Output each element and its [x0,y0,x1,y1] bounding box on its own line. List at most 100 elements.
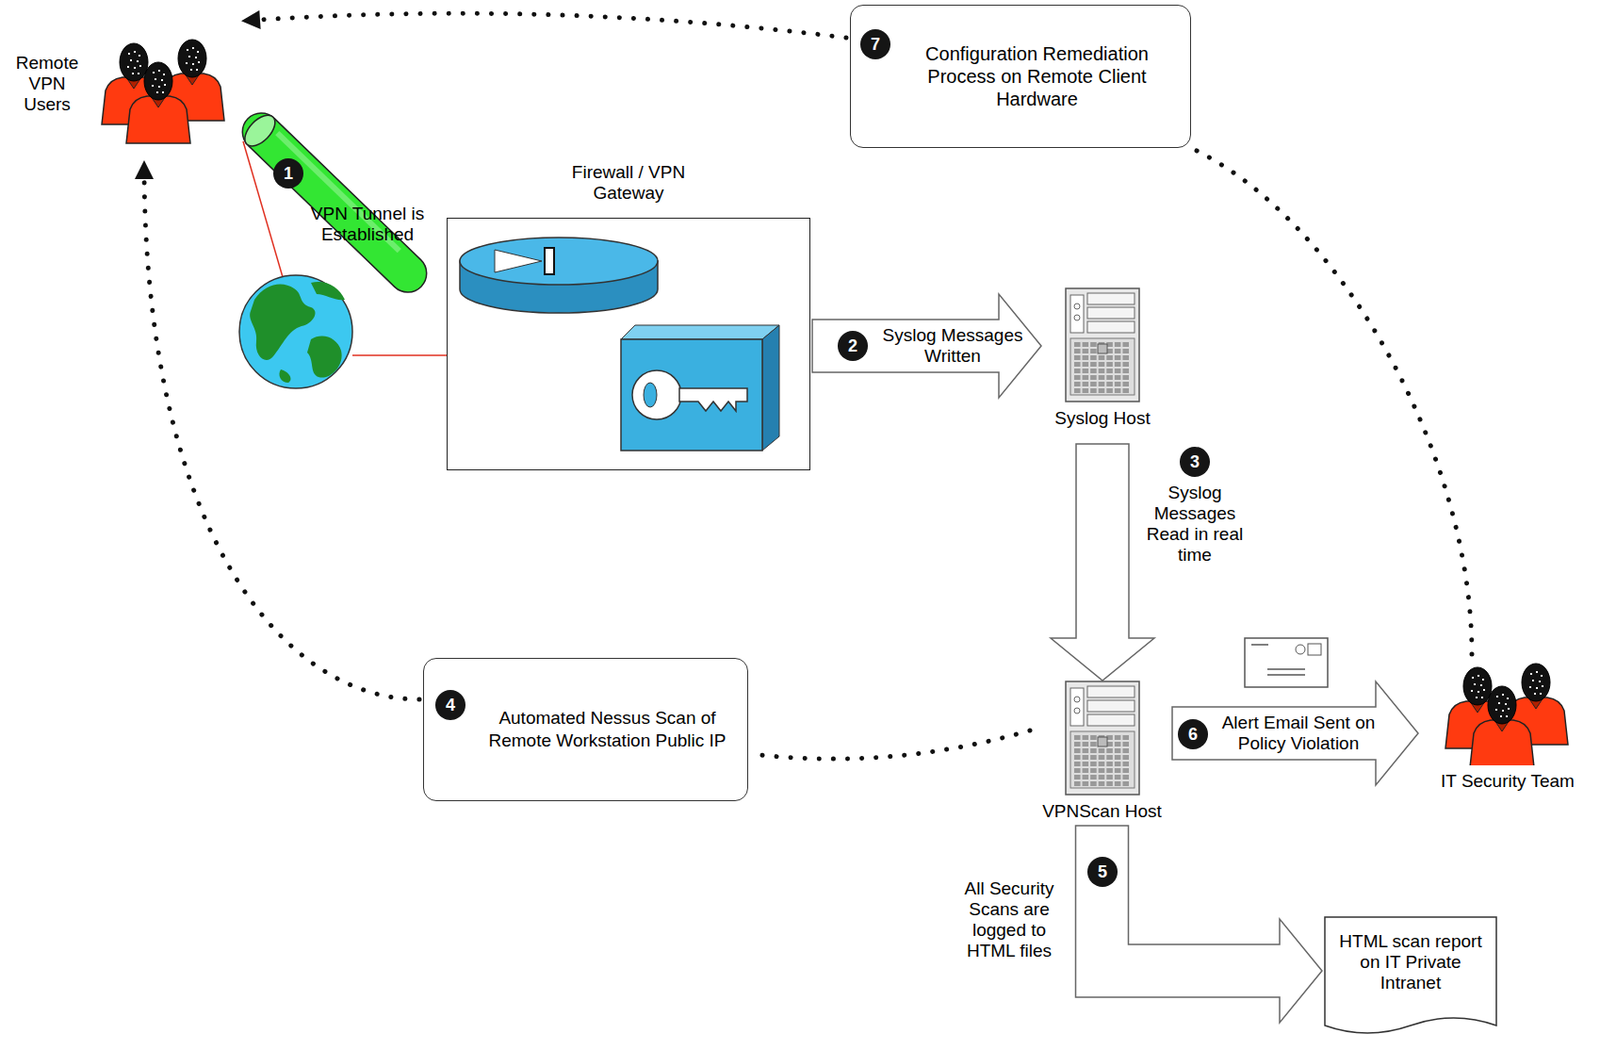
drawing-part [1498,702,1501,704]
process-box: Configuration Remediation Process on Rem… [849,4,1192,148]
drawing-part [195,68,198,71]
drawing-part [1074,754,1081,760]
drawing-part [1087,714,1135,726]
drawing-part [1082,361,1090,367]
node-text: Remote VPN Users [7,52,87,115]
drawing-part [1097,748,1105,753]
drawing-part [1098,388,1106,393]
server-host: VPNScan Host [1033,680,1171,822]
drawing-part [1090,781,1097,786]
drawing-part [1114,375,1122,380]
drawing-part [178,39,207,78]
drawing-part [1087,321,1135,333]
callout-number: 5 [1087,856,1118,887]
drawing-part [1495,708,1498,711]
callout-number: 4 [435,689,466,720]
drawing-part [278,369,291,383]
drawing-part [131,72,134,75]
drawing-part [1074,781,1081,786]
drawing-part [1081,741,1089,747]
gateway-icons [447,218,809,469]
node-text: Automated Nessus Scan of Remote Workstat… [478,706,736,752]
drawing-part [1074,761,1081,767]
drawing-part [1502,709,1504,712]
node-text: Syslog Host [1041,408,1164,429]
drawing-part [1496,695,1499,698]
drawing-part [1471,676,1474,679]
drawing-part [1477,690,1480,693]
drawing-part [1106,781,1113,786]
drawing-part [137,72,140,75]
drawing-part [190,68,193,71]
drawing-part [1074,361,1081,367]
node-text: VPN Tunnel is Established [303,203,432,245]
drawing-part [1097,754,1105,760]
vpn-tunnel [234,105,435,301]
drawing-part [239,110,281,152]
drawing-part [1106,761,1113,767]
drawing-part [1090,348,1097,354]
drawing-part [234,105,435,301]
drawing-part [1082,355,1090,360]
drawing-part [1106,381,1113,387]
drawing-part [1090,734,1097,740]
drawing-part [1106,361,1113,367]
drawing-part [1098,375,1106,380]
callout-number: 3 [1179,446,1210,477]
drawing-part [195,56,197,59]
drawing-part [494,249,542,273]
drawing-part [188,55,191,58]
drawing-part [544,247,555,275]
drawing-part [152,71,155,74]
drawing-part [192,47,195,49]
drawing-part [1122,361,1129,367]
drawing-part [1097,767,1105,773]
drawing-part [1481,696,1484,699]
drawing-part [1122,748,1129,753]
drawing-part [154,78,157,81]
node-text: HTML scan report on IT Private Intranet [1337,930,1485,994]
drawing-part [1324,916,1497,1033]
drawing-part [1082,368,1090,374]
server-host: Syslog Host [1041,287,1164,441]
drawing-part [310,281,345,300]
drawing-part [1535,670,1538,673]
drawing-part [1114,348,1122,354]
drawing-part [1307,643,1322,655]
drawing-part [1081,734,1089,740]
drawing-part [1098,361,1106,367]
drawing-part [1504,702,1507,705]
drawing-part [1122,388,1129,393]
drawing-part [158,69,161,72]
drawing-part [1295,644,1306,654]
drawing-part [1065,288,1140,402]
drawing-part [161,79,164,82]
drawing-part [1081,748,1089,753]
block-arrow [1172,681,1419,785]
drawing-part [1106,748,1113,753]
drawing-part [1114,361,1122,367]
drawing-part [1122,754,1129,760]
drawing-part [1090,361,1097,367]
drawing-part [185,62,188,65]
drawing-part [133,66,136,69]
drawing-part [1074,355,1081,360]
node-text: IT Security Team [1418,770,1598,792]
drawing-part [1106,355,1113,360]
drawing-part [1506,697,1509,700]
drawing-part [1529,685,1532,688]
report-document: HTML scan report on IT Private Intranet [1323,915,1498,1041]
drawing-part [1500,715,1503,718]
edge-label: Syslog Messages Written [871,325,1034,367]
drawing-part [1122,767,1129,773]
drawing-part [1081,761,1089,767]
drawing-part [1530,672,1533,675]
drawing-part [1074,368,1081,374]
drawing-part [158,85,161,88]
drawing-part [126,96,191,144]
drawing-part [163,73,165,76]
drawing-part [1097,343,1108,354]
drawing-part [139,65,142,67]
drawing-part [1532,679,1535,682]
